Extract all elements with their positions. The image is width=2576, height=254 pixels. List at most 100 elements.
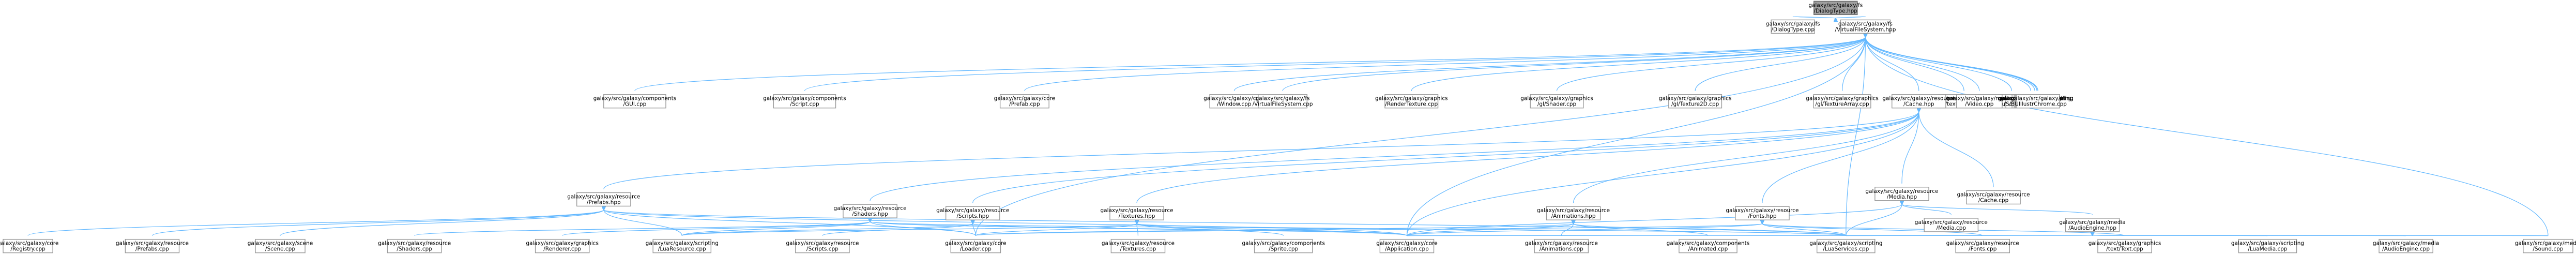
node-root[interactable]: galaxy/src/galaxy/fs/DialogType.hpp bbox=[1808, 1, 1863, 16]
node-gltexarr[interactable]: galaxy/src/galaxy/graphics/gl/TextureArr… bbox=[1806, 94, 1879, 109]
edge-vfshpp-to-glshader bbox=[1556, 37, 1866, 91]
node-box bbox=[2238, 238, 2297, 253]
node-label-line: galaxy/src/galaxy/resource bbox=[833, 205, 906, 212]
node-label-line: /GUI.cpp bbox=[623, 101, 646, 108]
node-gltex2d[interactable]: galaxy/src/galaxy/graphics/gl/Texture2D.… bbox=[1659, 94, 1732, 109]
node-dlgcpp[interactable]: galaxy/src/galaxy/fs/DialogType.cpp bbox=[1766, 19, 1820, 34]
edge-animhpp-to-luaservices bbox=[1574, 223, 1847, 236]
node-box bbox=[1254, 238, 1313, 253]
node-luamedia[interactable]: galaxy/src/galaxy/scripting/LuaMedia.cpp bbox=[2231, 238, 2304, 253]
node-shadershpp[interactable]: galaxy/src/galaxy/resource/Shaders.hpp bbox=[833, 204, 907, 218]
node-box bbox=[1209, 94, 1259, 109]
node-cachecpp[interactable]: galaxy/src/galaxy/resource/Cache.cpp bbox=[1957, 190, 2030, 205]
node-label-line: galaxy/src/galaxy/resource bbox=[1102, 241, 1175, 247]
node-video[interactable]: galaxy/src/galaxy/media/Video.cpp bbox=[1946, 94, 2013, 109]
node-label-line: galaxy/src/galaxy/core bbox=[1376, 241, 1437, 247]
edge-prefabshpp-to-registry bbox=[27, 210, 604, 236]
edge-vfshpp-to-vfscpp bbox=[1282, 37, 1865, 91]
node-cachehpp[interactable]: galaxy/src/galaxy/resource/Cache.hpp bbox=[1882, 94, 1955, 109]
node-loader[interactable]: galaxy/src/galaxy/core/Loader.cpp bbox=[945, 238, 1007, 253]
node-vfscpp[interactable]: galaxy/src/galaxy/fs/VirtualFileSystem.c… bbox=[1253, 94, 1313, 109]
node-texttext[interactable]: galaxy/src/galaxy/graphics/text/Text.cpp bbox=[2089, 238, 2161, 253]
node-registry[interactable]: galaxy/src/galaxy/core/Registry.cpp bbox=[0, 238, 58, 253]
edge-cachehpp-to-fontshpp bbox=[1762, 112, 1919, 203]
edge-cachehpp-to-animhpp bbox=[1573, 112, 1919, 203]
node-label-line: /Sound.cpp bbox=[2533, 246, 2563, 252]
node-box bbox=[2065, 218, 2120, 232]
node-luaservices[interactable]: galaxy/src/galaxy/scripting/LuaServices.… bbox=[1809, 238, 1882, 253]
node-box bbox=[125, 238, 180, 253]
node-box bbox=[1955, 238, 2010, 253]
node-label-line: /Shaders.cpp bbox=[397, 246, 432, 252]
node-textureshpp[interactable]: galaxy/src/galaxy/resource/Textures.hpp bbox=[1100, 206, 1173, 220]
node-window[interactable]: galaxy/src/galaxy/core/Window.cpp bbox=[1203, 94, 1265, 109]
node-animhpp[interactable]: galaxy/src/galaxy/resource/Animations.hp… bbox=[1537, 206, 1610, 220]
node-scriptshpp[interactable]: galaxy/src/galaxy/resource/Scripts.hpp bbox=[936, 206, 1009, 220]
node-renderer[interactable]: galaxy/src/galaxy/graphics/Renderer.cpp bbox=[526, 238, 599, 253]
node-label-line: /AudioEngine.hpp bbox=[2068, 225, 2116, 231]
node-label-line: /Animations.cpp bbox=[1539, 246, 1583, 252]
node-scenecpp[interactable]: galaxy/src/galaxy/scene/Scene.cpp bbox=[248, 238, 313, 253]
node-prefabshpp[interactable]: galaxy/src/galaxy/resource/Prefabs.hpp bbox=[567, 192, 640, 207]
node-sound[interactable]: galaxy/src/galaxy/media/Sound.cpp bbox=[2515, 238, 2576, 253]
edge-prefabshpp-to-prefabscpp bbox=[151, 210, 603, 236]
node-audiocpp[interactable]: galaxy/src/galaxy/media/AudioEngine.cpp bbox=[2373, 238, 2439, 253]
node-label-line: /gl/TextureArray.cpp bbox=[1815, 101, 1869, 108]
node-sprite[interactable]: galaxy/src/galaxy/components/Sprite.cpp bbox=[1242, 238, 1325, 253]
node-label-line: galaxy/src/galaxy/core bbox=[0, 241, 58, 247]
node-label-line: galaxy/src/galaxy/graphics bbox=[2089, 241, 2161, 247]
node-label-line: /DialogType.hpp bbox=[1814, 8, 1858, 14]
node-label-line: /Window.cpp bbox=[1217, 101, 1252, 108]
node-prefabscpp[interactable]: galaxy/src/galaxy/resource/Prefabs.cpp bbox=[116, 238, 189, 253]
node-label-line: galaxy/src/galaxy/ui bbox=[2011, 96, 2065, 102]
node-mediacpp[interactable]: galaxy/src/galaxy/resource/Media.cpp bbox=[1915, 218, 1988, 232]
node-label-line: galaxy/src/galaxy/resource bbox=[378, 241, 451, 247]
node-animated[interactable]: galaxy/src/galaxy/components/Animated.cp… bbox=[1667, 238, 1750, 253]
edge-vfshpp-to-sound bbox=[1865, 37, 2549, 236]
node-label-line: /Textures.hpp bbox=[1119, 213, 1155, 219]
node-shaderscpp[interactable]: galaxy/src/galaxy/resource/Shaders.cpp bbox=[378, 238, 451, 253]
node-butil[interactable]: galaxy/src/galaxy/ui/BUIllustrChrome.cpp bbox=[2009, 94, 2067, 109]
node-label-line: galaxy/src/galaxy/media bbox=[1946, 96, 2013, 102]
node-scriptscpp[interactable]: galaxy/src/galaxy/resource/Scripts.cpp bbox=[786, 238, 859, 253]
edge-prefabshpp-to-application bbox=[604, 210, 1408, 236]
node-texturescpp[interactable]: galaxy/src/galaxy/resource/Textures.cpp bbox=[1102, 238, 1175, 253]
node-box bbox=[1817, 238, 1876, 253]
node-label-line: /Sprite.cpp bbox=[1269, 246, 1298, 252]
edge-scriptshpp-to-loader bbox=[973, 223, 976, 236]
node-luares[interactable]: galaxy/src/galaxy/scripting/LuaResource.… bbox=[646, 238, 719, 253]
edge-vfshpp-to-window bbox=[1233, 37, 1865, 91]
node-label-line: galaxy/src/galaxy/media bbox=[2515, 241, 2576, 247]
node-label-line: galaxy/src/galaxy/resource bbox=[1525, 241, 1598, 247]
node-fontscpp[interactable]: galaxy/src/galaxy/resource/Fonts.cpp bbox=[1946, 238, 2019, 253]
node-animcpp[interactable]: galaxy/src/galaxy/resource/Animations.cp… bbox=[1525, 238, 1598, 253]
node-box bbox=[1956, 94, 2003, 109]
node-label-line: galaxy/src/galaxy/resource bbox=[1882, 96, 1955, 102]
node-glshader[interactable]: galaxy/src/galaxy/graphics/gl/Shader.cpp bbox=[1520, 94, 1593, 109]
node-label-line: /BUIllustrChrome.cpp bbox=[2009, 101, 2067, 108]
node-label-line: galaxy/src/galaxy/scene bbox=[248, 241, 313, 247]
node-box bbox=[2016, 94, 2060, 109]
edge-fontshpp-to-fontscpp bbox=[1762, 223, 1983, 236]
node-audiohpp[interactable]: galaxy/src/galaxy/media/AudioEngine.hpp bbox=[2059, 218, 2126, 232]
edge-textureshpp-to-sprite bbox=[1137, 223, 1284, 236]
node-label-line: galaxy/src/galaxy/resource bbox=[936, 207, 1009, 214]
node-rendertex[interactable]: galaxy/src/galaxy/graphics/RenderTexture… bbox=[1375, 94, 1448, 109]
node-box bbox=[576, 192, 631, 207]
edge-mediahpp-to-mediacpp bbox=[1902, 204, 1952, 215]
node-gui[interactable]: galaxy/src/galaxy/components/GUI.cpp bbox=[593, 94, 677, 109]
node-vfshpp[interactable]: galaxy/src/galaxy/fs/VirtualFileSystem.h… bbox=[1835, 19, 1896, 34]
node-prefabcore[interactable]: galaxy/src/galaxy/core/Prefab.cpp bbox=[994, 94, 1055, 109]
node-box bbox=[795, 238, 850, 253]
edge-cachehpp-to-mediahpp bbox=[1901, 112, 1919, 184]
node-application[interactable]: galaxy/src/galaxy/core/Application.cpp bbox=[1376, 238, 1438, 253]
node-label-line: /Scripts.hpp bbox=[956, 213, 989, 219]
node-label-line: /DialogType.cpp bbox=[1771, 26, 1815, 33]
node-label-line: galaxy/src/galaxy/components bbox=[1242, 241, 1325, 247]
node-fontshpp[interactable]: galaxy/src/galaxy/resource/Fonts.hpp bbox=[1726, 206, 1799, 220]
node-box bbox=[950, 238, 1001, 253]
node-scriptcomp[interactable]: galaxy/src/galaxy/components/Script.cpp bbox=[763, 94, 846, 109]
node-label-line: galaxy/src/galaxy/components bbox=[1667, 241, 1750, 247]
node-mediahpp[interactable]: galaxy/src/galaxy/resource/Media.hpp bbox=[1865, 187, 1939, 201]
edge-vfshpp-to-rendertex bbox=[1411, 37, 1865, 91]
